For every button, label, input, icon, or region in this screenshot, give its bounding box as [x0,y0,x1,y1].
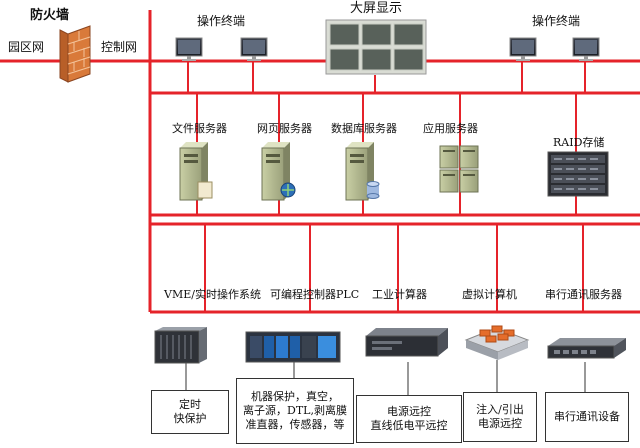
function-box-line: 直线低电平远控 [370,419,448,432]
function-box-serial: 串行通讯设备 [545,392,629,442]
function-box-line: 串行通讯设备 [554,410,620,423]
operator-terminal-label-left: 操作终端 [197,14,246,28]
monitor-icon [175,37,203,61]
function-box-line: 离子源，DTL,剥离膜 [243,404,347,417]
function-box-plc: 机器保护，真空， 离子源，DTL,剥离膜 准直器，传感器，等 [236,378,354,444]
monitor-icon [509,37,537,61]
big-screen-label: 大屏显示 [350,1,403,16]
video-wall-icon [325,19,427,75]
function-box-line: 机器保护，真空， [251,390,339,403]
firewall-icon [59,25,91,83]
function-box-industrial-computer: 电源远控 直线低电平远控 [356,395,462,443]
virtual-computer-icon [464,325,530,360]
server-label-raid: RAID存储 [553,136,605,149]
device-label-virtual-computer: 虚拟计算机 [462,288,517,301]
industrial-computer-icon [365,328,448,357]
function-box-line: 准直器，传感器，等 [245,418,345,431]
device-label-industrial-computer: 工业计算器 [372,288,427,301]
operator-terminal-label-right: 操作终端 [532,14,581,28]
monitor-icon [240,37,268,61]
function-box-line: 电源远控 [478,417,522,430]
web-server-icon [261,142,296,201]
server-label-web: 网页服务器 [257,122,312,135]
device-label-vme: VME/实时操作系统 [164,288,261,301]
function-box-line: 电源远控 [387,405,431,418]
server-label-file: 文件服务器 [172,122,227,135]
function-box-virtual-computer: 注入/引出 电源远控 [463,392,537,442]
firewall-label: 防火墙 [30,8,70,23]
control-network-label: 控制网 [101,40,138,54]
network-bus-lines [0,10,640,314]
campus-network-label: 园区网 [8,40,45,54]
server-label-application: 应用服务器 [423,122,478,135]
serial-server-icon [547,338,626,359]
device-label-plc: 可编程控制器PLC [270,288,360,301]
plc-icon [245,331,341,363]
database-server-icon [345,142,380,201]
function-box-vme: 定时 快保护 [151,390,229,434]
function-box-line: 注入/引出 [476,403,524,416]
file-server-icon [179,142,213,201]
vme-chassis-icon [154,327,207,364]
box-connectors [185,360,586,395]
function-box-line: 快保护 [173,412,207,425]
raid-storage-icon [547,151,609,197]
application-server-icon [439,145,479,193]
device-label-serial-server: 串行通讯服务器 [545,288,622,301]
monitor-icon [572,37,600,61]
function-box-line: 定时 [179,398,201,411]
server-label-database: 数据库服务器 [331,122,397,135]
